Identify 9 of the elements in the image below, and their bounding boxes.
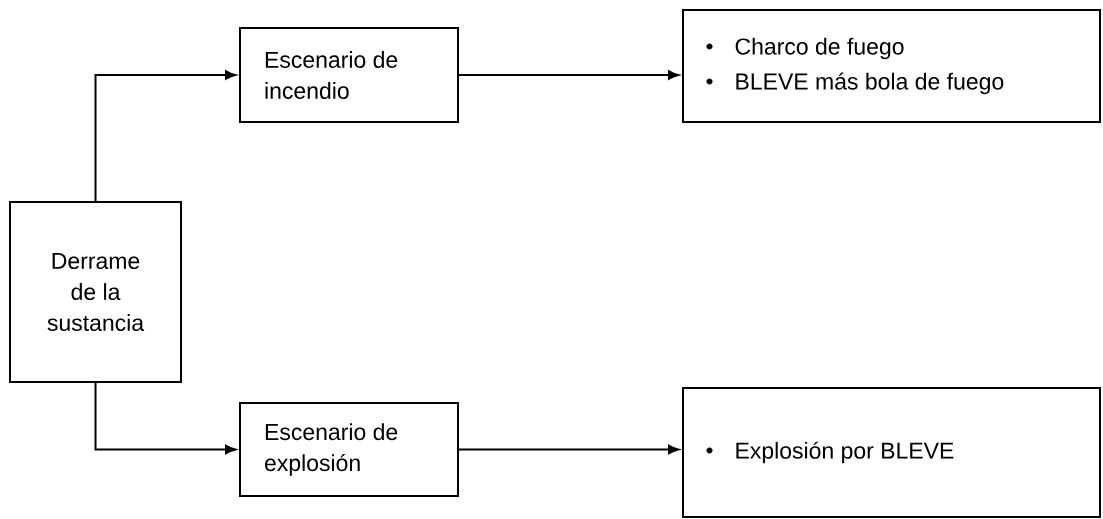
result-box: Explosión por BLEVE [682, 387, 1101, 518]
arrow [94, 382, 237, 455]
result-box: Charco de fuego BLEVE más bola de fuego [682, 9, 1101, 123]
arrow [458, 70, 680, 80]
process-box: Derrame de la sustancia [9, 201, 182, 383]
arrow [458, 444, 680, 455]
process-box: Escenario de explosión [239, 402, 459, 497]
arrow [94, 70, 237, 202]
process-box: Escenario de incendio [239, 27, 459, 123]
